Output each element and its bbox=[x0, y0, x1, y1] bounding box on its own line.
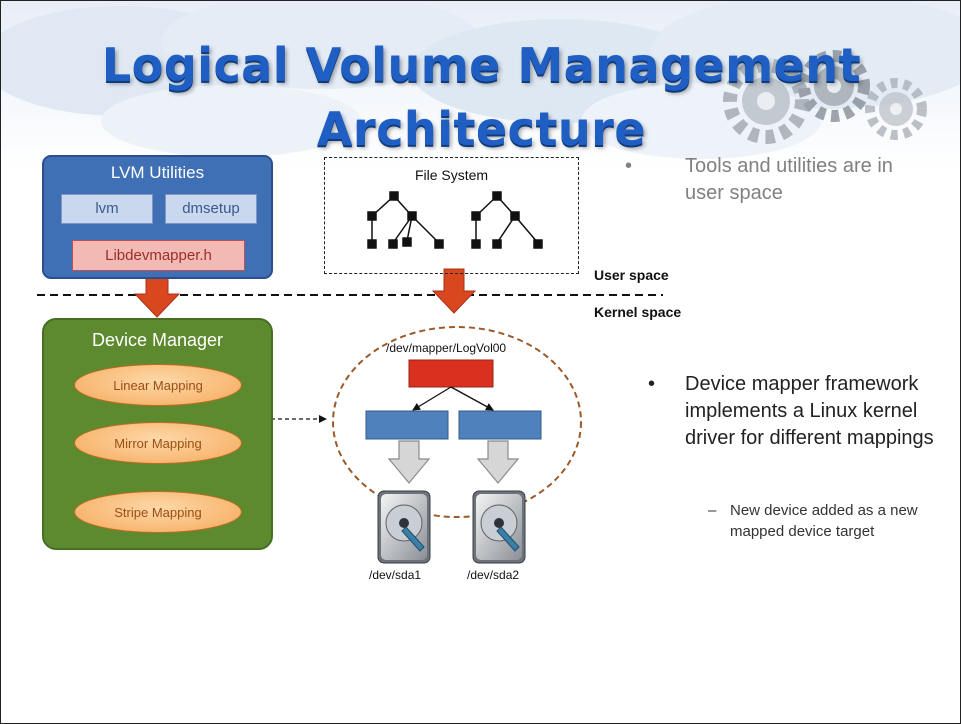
stripe-mapping-item: Stripe Mapping bbox=[74, 491, 242, 533]
gears-icon bbox=[723, 50, 927, 144]
disk-sda1-label: /dev/sda1 bbox=[369, 568, 422, 582]
down-arrow-icon-2 bbox=[476, 440, 520, 484]
logvol-root-node bbox=[408, 359, 494, 388]
device-manager-title: Device Manager bbox=[91, 330, 224, 350]
kernel-space-label: Kernel space bbox=[594, 304, 682, 320]
dmsetup-tool-box: dmsetup bbox=[165, 194, 257, 224]
linear-mapping-item: Linear Mapping bbox=[74, 364, 242, 406]
mapper-device-path: /dev/mapper/LogVol00 bbox=[386, 341, 507, 355]
tree-icon-right bbox=[471, 191, 543, 249]
root-to-child1-arrow bbox=[412, 386, 452, 411]
sub-bullet-new-device: New device added as a new mapped device … bbox=[730, 502, 918, 540]
file-system-title: File System bbox=[414, 167, 489, 183]
slide-title-line1: Logical Volume Management bbox=[101, 38, 862, 92]
libdevmapper-box: Libdevmapper.h bbox=[72, 240, 245, 271]
lvm-utilities-title: LVM Utilities bbox=[110, 163, 205, 182]
bullet-marker-1: • bbox=[625, 155, 633, 177]
lvm-utilities-box: LVM Utilities lvm dmsetup Libdevmapper.h bbox=[42, 155, 273, 279]
fs-down-arrow bbox=[431, 268, 477, 314]
bullet-device-mapper: Device mapper framework implements a Lin… bbox=[685, 373, 934, 449]
mapped-child-node-1 bbox=[365, 410, 449, 440]
mapper-boundary bbox=[332, 326, 582, 518]
sub-bullet-dash: – bbox=[708, 502, 717, 519]
mapped-child-node-2 bbox=[458, 410, 542, 440]
mirror-mapping-item: Mirror Mapping bbox=[74, 422, 242, 464]
disk-sda2-label: /dev/sda2 bbox=[467, 568, 520, 582]
hard-disk-icon-1 bbox=[377, 490, 431, 564]
lvm-down-arrow bbox=[133, 276, 181, 318]
hard-disk-icon-2 bbox=[472, 490, 526, 564]
tree-icon-left bbox=[367, 191, 444, 249]
device-manager-box: Device Manager Linear Mapping Mirror Map… bbox=[42, 318, 273, 550]
bullet-marker-2: • bbox=[648, 373, 656, 395]
bullet-tools-user-space: Tools and utilities are in user space bbox=[685, 155, 893, 204]
down-arrow-icon-1 bbox=[387, 440, 431, 484]
lvm-tool-box: lvm bbox=[61, 194, 153, 224]
slide-title-line2: Architecture bbox=[316, 102, 647, 156]
root-to-child2-arrow bbox=[450, 386, 494, 411]
file-system-box: File System bbox=[324, 157, 579, 274]
user-space-label: User space bbox=[594, 267, 669, 283]
